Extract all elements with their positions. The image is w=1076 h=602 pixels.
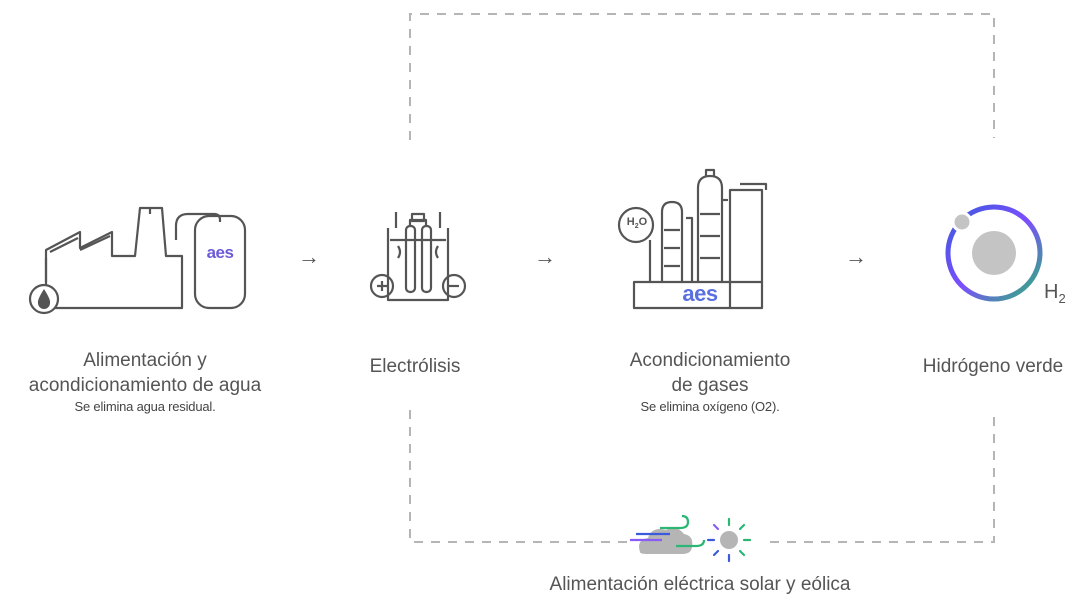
arrow-3: →: [845, 244, 867, 269]
factory-icon: [44, 206, 247, 310]
hydrogen-icon: [945, 204, 1043, 302]
power-label: Alimentación eléctrica solar y eólica: [549, 574, 851, 595]
step-label-hydrogen: Hidrógeno verde: [910, 354, 1076, 379]
arrow-1: →: [298, 244, 320, 269]
water-drop-icon: [28, 283, 60, 315]
step-label-electrolysis: Electrólisis: [320, 354, 510, 379]
step-note: Se elimina agua residual.: [74, 399, 216, 414]
h2o-badge-icon: [617, 206, 655, 244]
step-note: Se elimina oxígeno (O2).: [640, 399, 780, 414]
step-title: acondicionamiento de agua: [28, 375, 262, 396]
wind-cloud-icon: [630, 514, 706, 554]
step-title: Alimentación y: [83, 350, 207, 371]
h2-label: H2: [1044, 281, 1066, 306]
arrow-2: →: [534, 244, 556, 269]
h2o-badge-text: H2O: [626, 216, 648, 231]
step-title: Hidrógeno verde: [922, 356, 1064, 377]
sun-icon: [706, 517, 752, 563]
gas-plant-icon: [632, 168, 768, 310]
step-label-gases: Acondicionamiento de gases Se elimina ox…: [600, 348, 820, 415]
step-title: Acondicionamiento: [629, 350, 791, 371]
aes-logo-tank: aes: [206, 243, 234, 262]
dashed-loop-bottom: [409, 410, 995, 543]
step-title: Electrólisis: [369, 356, 461, 377]
step-title: de gases: [671, 375, 749, 396]
dashed-loop-top: [409, 13, 995, 140]
aes-logo-plant: aes: [682, 281, 718, 306]
step-label-water: Alimentación y acondicionamiento de agua…: [0, 348, 290, 415]
electrolysis-icon: [369, 212, 467, 302]
